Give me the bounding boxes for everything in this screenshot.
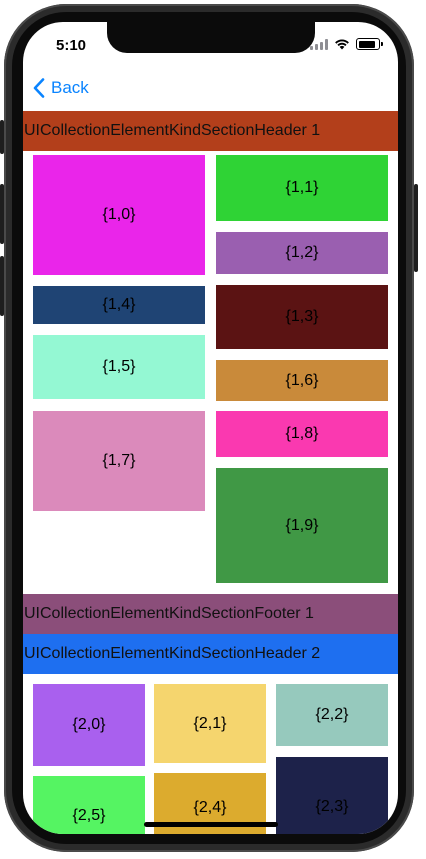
cellular-signal-icon <box>310 38 328 50</box>
cell-label: {2,1} <box>193 714 227 732</box>
cell-label: {2,0} <box>72 716 106 733</box>
battery-icon <box>356 38 383 50</box>
volume-down-button <box>0 256 4 316</box>
section-1-header: UICollectionElementKindSectionHeader 1 <box>23 111 398 151</box>
notch <box>107 22 315 53</box>
collection-cell[interactable]: {1,2} <box>216 232 388 274</box>
cell-label: {1,1} <box>285 179 319 196</box>
section-1-header-label: UICollectionElementKindSectionHeader 1 <box>24 122 321 139</box>
home-indicator[interactable] <box>144 822 278 827</box>
collection-cell[interactable]: {1,4} <box>33 286 205 324</box>
collection-cell[interactable]: {1,1} <box>216 155 388 221</box>
volume-up-button <box>0 184 4 244</box>
wifi-icon <box>335 39 349 50</box>
section-2-header: UICollectionElementKindSectionHeader 2 <box>23 634 398 674</box>
collection-cell[interactable]: {2,2} <box>276 684 388 746</box>
cell-label: {2,5} <box>72 807 106 824</box>
cell-label: {1,7} <box>102 452 136 469</box>
power-button <box>414 184 418 272</box>
collection-cell[interactable]: {1,6} <box>216 360 388 401</box>
cell-label: {1,2} <box>285 244 319 261</box>
collection-cell[interactable]: {1,7} <box>33 411 205 511</box>
back-label: Back <box>51 78 89 97</box>
section-2-header-label: UICollectionElementKindSectionHeader 2 <box>24 645 321 662</box>
collection-cell[interactable]: {1,3} <box>216 285 388 349</box>
section-1-footer-label: UICollectionElementKindSectionFooter 1 <box>24 605 314 622</box>
status-icons <box>310 38 383 50</box>
cell-label: {1,5} <box>102 358 136 375</box>
cell-label: {1,0} <box>102 206 136 223</box>
collection-cell[interactable]: {2,1} <box>154 684 266 763</box>
status-time: 5:10 <box>56 37 87 54</box>
cell-label: {1,8} <box>285 425 319 442</box>
cell-label: {1,3} <box>285 308 319 325</box>
cell-label: {2,2} <box>315 706 349 723</box>
collection-cell[interactable]: {2,3} <box>276 757 388 834</box>
cell-label: {1,4} <box>102 296 136 313</box>
collection-cell[interactable]: {1,5} <box>33 335 205 399</box>
collection-cell[interactable]: {2,0} <box>33 684 145 766</box>
section-1-footer: UICollectionElementKindSectionFooter 1 <box>23 594 398 634</box>
navigation-bar: Back <box>23 72 398 112</box>
cell-label: {2,3} <box>315 798 349 815</box>
cell-label: {2,4} <box>193 799 227 816</box>
back-button[interactable]: Back <box>33 78 89 98</box>
collection-cell[interactable]: {1,8} <box>216 411 388 457</box>
chevron-left-icon <box>33 78 45 98</box>
cell-label: {1,9} <box>285 516 319 534</box>
collection-cell[interactable]: {1,9} <box>216 468 388 583</box>
collection-cell[interactable]: {1,0} <box>33 155 205 275</box>
screen: 5:10 Back UICollectionElementKindSection <box>23 22 398 834</box>
silent-switch <box>0 120 4 154</box>
cell-label: {1,6} <box>285 371 319 389</box>
collection-cell[interactable]: {2,5} <box>33 776 145 834</box>
